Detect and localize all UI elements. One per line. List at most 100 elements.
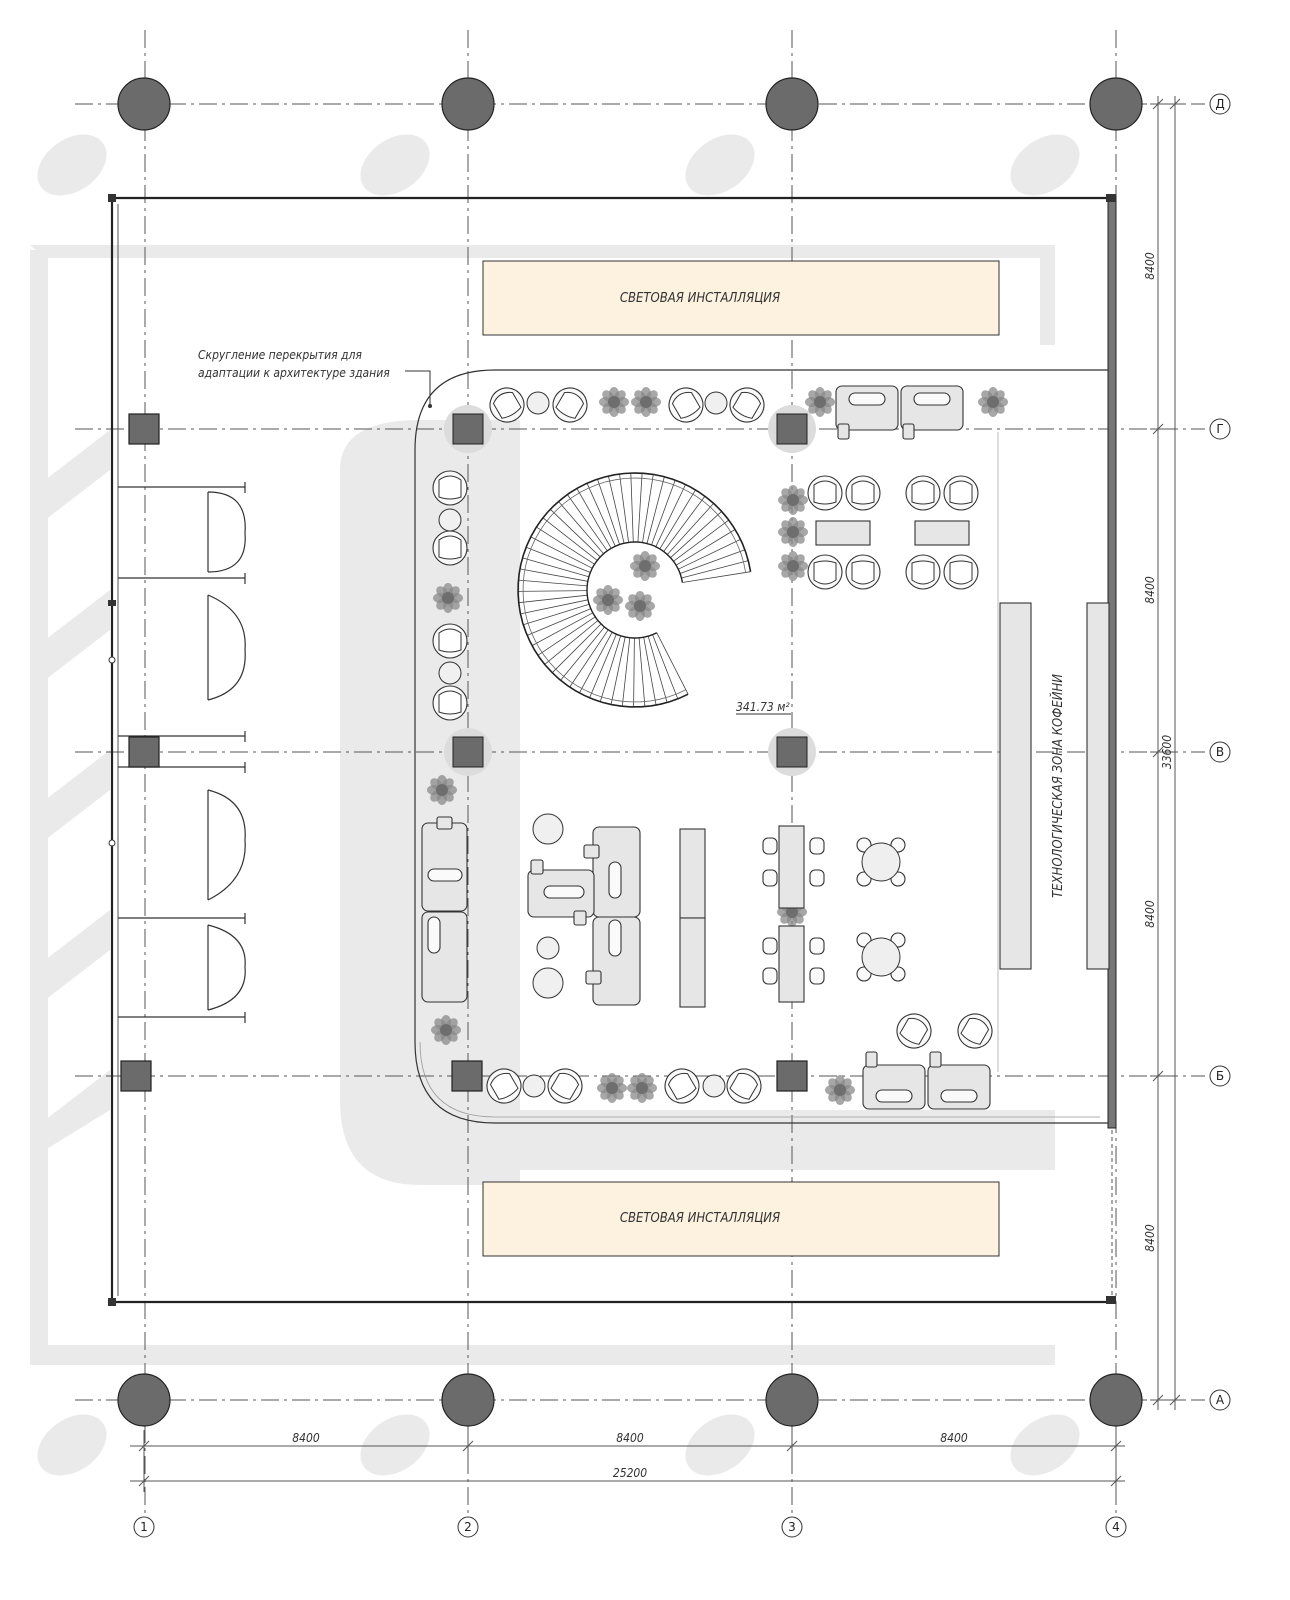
armchair-icon bbox=[486, 1068, 522, 1104]
side-tables bbox=[438, 391, 728, 1098]
dim-bottom-span-3: 8400 bbox=[940, 1431, 968, 1445]
dim-right-span-4: 8400 bbox=[1143, 1224, 1157, 1252]
chair-icon bbox=[809, 837, 825, 855]
spiral-staircase bbox=[517, 472, 752, 708]
chairs bbox=[432, 387, 993, 1104]
mezzanine-outline bbox=[414, 369, 1108, 1124]
axis-row-g: Г bbox=[1216, 422, 1223, 436]
plant-icon bbox=[805, 387, 835, 417]
plant-icon bbox=[625, 591, 655, 621]
plant-icon bbox=[427, 775, 457, 805]
armchair-icon bbox=[845, 475, 881, 511]
installation-bottom-label: СВЕТОВАЯ ИНСТАЛЛЯЦИЯ bbox=[620, 1211, 780, 1226]
plant-icon bbox=[978, 387, 1008, 417]
axis-markers bbox=[133, 93, 1231, 1538]
annotation-line-2: адаптации к архитектуре здания bbox=[198, 366, 390, 380]
dim-right-span-3: 8400 bbox=[1143, 900, 1157, 928]
tech-zone-label: ТЕХНОЛОГИЧЕСКАЯ ЗОНА КОФЕЙНИ bbox=[1050, 674, 1066, 898]
annotation-line-1: Скругление перекрытия для bbox=[198, 348, 362, 362]
armchair-icon bbox=[489, 387, 525, 423]
armchair-icon bbox=[432, 470, 468, 506]
column bbox=[117, 77, 171, 131]
axis-row-b: Б bbox=[1216, 1069, 1224, 1083]
axis-row-d: Д bbox=[1215, 97, 1224, 111]
chair-icon bbox=[809, 967, 825, 985]
armchair-icon bbox=[432, 530, 468, 566]
armchair-icon bbox=[896, 1013, 932, 1049]
bottom-dimensions: 8400 8400 8400 25200 bbox=[130, 1430, 1125, 1492]
armchair-icon bbox=[432, 623, 468, 659]
plant-icon bbox=[599, 387, 629, 417]
armchair-icon bbox=[943, 475, 979, 511]
armchair-icon bbox=[668, 387, 704, 423]
armchair-icon bbox=[905, 475, 941, 511]
armchair-icon bbox=[957, 1013, 993, 1049]
booths bbox=[421, 385, 991, 1110]
axis-col-1: 1 bbox=[140, 1520, 148, 1534]
axis-col-2: 2 bbox=[464, 1520, 472, 1534]
column bbox=[765, 77, 819, 131]
plant-icon bbox=[431, 1015, 461, 1045]
plant-icon bbox=[627, 1073, 657, 1103]
plant-icon bbox=[778, 551, 808, 581]
armchair-icon bbox=[943, 554, 979, 590]
axis-labels: 1 2 3 4 Д Г В Б А bbox=[140, 97, 1225, 1534]
plant-icon bbox=[433, 583, 463, 613]
plant-icon bbox=[631, 387, 661, 417]
annotation: Скругление перекрытия для адаптации к ар… bbox=[198, 348, 432, 408]
chair-icon bbox=[809, 937, 825, 955]
armchair-icon bbox=[807, 475, 843, 511]
chair-icon bbox=[762, 869, 778, 887]
chair-icon bbox=[809, 869, 825, 887]
column bbox=[1089, 1373, 1143, 1427]
dim-bottom-span-1: 8400 bbox=[292, 1431, 320, 1445]
chair-icon bbox=[762, 937, 778, 955]
dim-right-total: 33600 bbox=[1160, 735, 1174, 769]
inner-columns bbox=[444, 405, 816, 776]
dim-right-span-2: 8400 bbox=[1143, 576, 1157, 604]
armchair-icon bbox=[807, 554, 843, 590]
chair-icon bbox=[762, 967, 778, 985]
dim-right-span-1: 8400 bbox=[1143, 252, 1157, 280]
plant-icon bbox=[825, 1075, 855, 1105]
plant-icon bbox=[630, 551, 660, 581]
armchair-icon bbox=[547, 1068, 583, 1104]
armchair-icon bbox=[845, 554, 881, 590]
column bbox=[765, 1373, 819, 1427]
coffee-counter: ТЕХНОЛОГИЧЕСКАЯ ЗОНА КОФЕЙНИ bbox=[999, 602, 1110, 970]
axis-col-4: 4 bbox=[1112, 1520, 1120, 1534]
armchair-icon bbox=[552, 387, 588, 423]
plant-icon bbox=[597, 1073, 627, 1103]
chair-icon bbox=[762, 837, 778, 855]
light-installation-bottom: СВЕТОВАЯ ИНСТАЛЛЯЦИЯ bbox=[482, 1181, 1000, 1257]
installation-top-label: СВЕТОВАЯ ИНСТАЛЛЯЦИЯ bbox=[620, 291, 780, 306]
right-dimensions: 8400 8400 8400 8400 33600 bbox=[1143, 96, 1185, 1410]
armchair-icon bbox=[905, 554, 941, 590]
tables bbox=[679, 520, 970, 1008]
axis-row-v: В bbox=[1216, 745, 1224, 759]
light-installation-top: СВЕТОВАЯ ИНСТАЛЛЯЦИЯ bbox=[482, 260, 1000, 336]
column bbox=[117, 1373, 171, 1427]
square-columns bbox=[120, 413, 808, 1092]
plant-icon bbox=[778, 517, 808, 547]
column bbox=[441, 77, 495, 131]
dim-bottom-span-2: 8400 bbox=[616, 1431, 644, 1445]
plant-icon bbox=[593, 585, 623, 615]
plant-icon bbox=[778, 485, 808, 515]
armchair-icon bbox=[729, 387, 765, 423]
area-label: 341.73 м² bbox=[736, 700, 790, 714]
axis-row-a: А bbox=[1216, 1393, 1225, 1407]
column bbox=[1089, 77, 1143, 131]
entrance-doors bbox=[118, 482, 246, 1023]
plants bbox=[427, 387, 1008, 1105]
column bbox=[441, 1373, 495, 1427]
armchair-icon bbox=[726, 1068, 762, 1104]
armchair-icon bbox=[664, 1068, 700, 1104]
outer-columns bbox=[117, 77, 1143, 1427]
building-outline bbox=[108, 194, 1117, 1306]
background-ghost-shapes bbox=[30, 134, 1080, 1476]
axis-col-3: 3 bbox=[788, 1520, 796, 1534]
armchair-icon bbox=[432, 685, 468, 721]
dim-bottom-total: 25200 bbox=[613, 1466, 647, 1480]
